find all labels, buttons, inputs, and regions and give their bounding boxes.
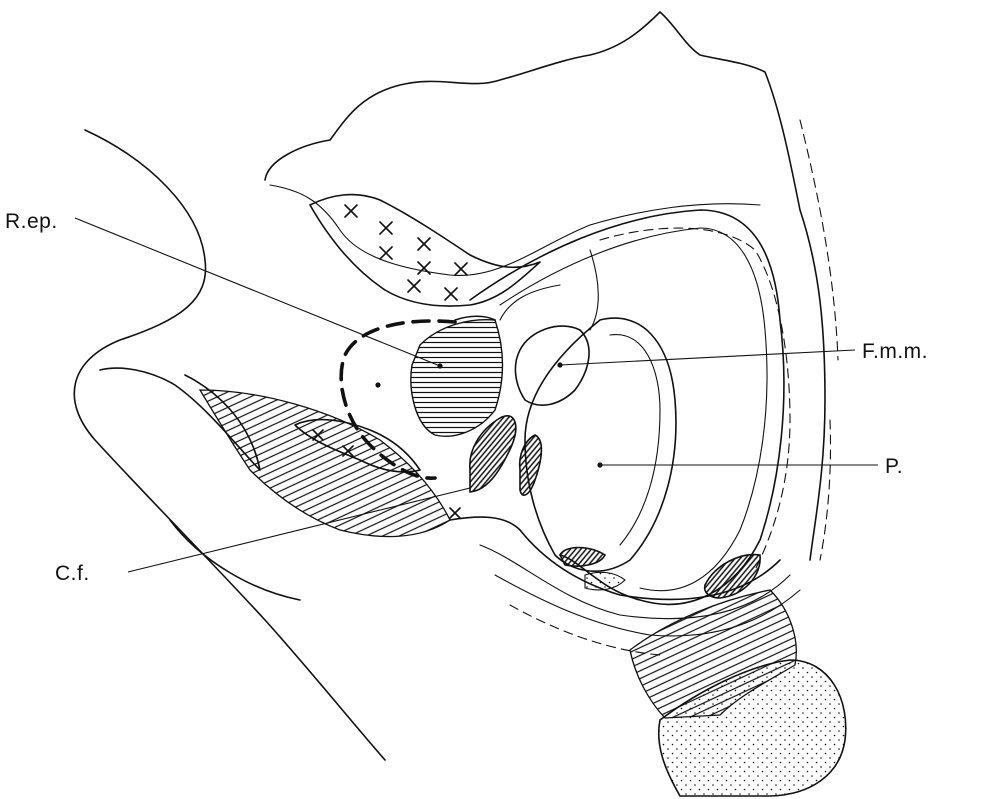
leader-r-ep (75, 218, 440, 366)
leader-f-m-m (560, 350, 855, 365)
leader-dot-p (597, 462, 602, 467)
dark-opening-3 (560, 548, 605, 567)
lower-left-hatch (200, 390, 450, 537)
chamber-p-inner (610, 335, 660, 545)
dark-opening-2 (520, 435, 542, 495)
fossa-fmm (515, 326, 589, 405)
region-dot-dashed (375, 382, 380, 387)
cavity-rim-dashed (600, 228, 790, 570)
label-p: P. (885, 455, 903, 479)
leader-dot-r-ep (437, 363, 442, 368)
cavity-rim-inner (500, 228, 767, 591)
hatched-plate (411, 320, 503, 437)
cross-marks-upper (345, 205, 467, 300)
chamber-p (525, 318, 676, 571)
dark-opening-4 (705, 555, 761, 598)
cavity-outer-rim (470, 210, 784, 604)
label-r-ep: R.ep. (5, 210, 58, 234)
leader-dot-f-m-m (557, 362, 562, 367)
dotted-patch (585, 572, 625, 590)
upper-crest-inner (270, 185, 760, 275)
label-f-m-m: F.m.m. (862, 340, 928, 364)
cross-region-upper (310, 195, 540, 306)
label-c-f: C.f. (55, 562, 90, 586)
